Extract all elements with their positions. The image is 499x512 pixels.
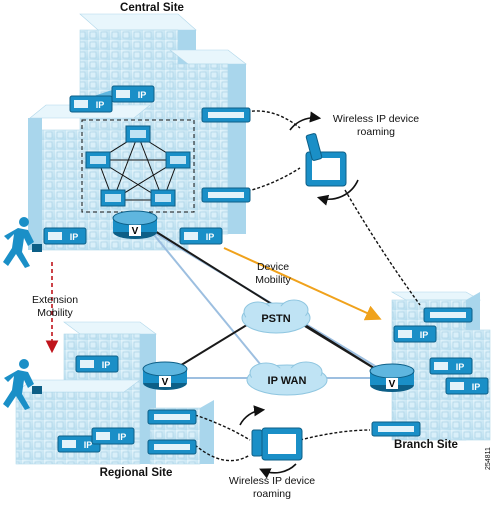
ip-phone-icon: IP bbox=[75, 355, 119, 373]
access-point-icon bbox=[423, 307, 473, 323]
person-icon bbox=[3, 217, 42, 268]
access-point-icon bbox=[147, 409, 197, 425]
server-icon bbox=[85, 151, 111, 169]
device-mobility-line2: Mobility bbox=[255, 274, 291, 286]
ip-phone-icon: IP bbox=[43, 227, 87, 245]
server-icon bbox=[165, 151, 191, 169]
phone-label: IP bbox=[84, 440, 93, 450]
roaming-top-line2: roaming bbox=[357, 126, 395, 138]
phone-label: IP bbox=[118, 432, 127, 442]
ip-phone-icon: IP bbox=[445, 377, 489, 395]
person-icon bbox=[3, 359, 42, 410]
central-site-label: Central Site bbox=[120, 2, 184, 14]
extension-mobility-line2: Mobility bbox=[37, 307, 73, 319]
phone-label: IP bbox=[138, 90, 147, 100]
figure-id: 254811 bbox=[485, 447, 492, 470]
ipwan-cloud: IP WAN bbox=[246, 361, 328, 396]
roaming-bottom-line1: Wireless IP device bbox=[229, 475, 315, 487]
ip-phone-icon: IP bbox=[91, 427, 135, 445]
pstn-label: PSTN bbox=[261, 313, 290, 325]
phone-label: IP bbox=[70, 232, 79, 242]
access-point-icon bbox=[147, 439, 197, 455]
wireless-device-top bbox=[289, 111, 359, 206]
branch-site-label: Branch Site bbox=[394, 439, 458, 451]
branch-site-buildings bbox=[390, 291, 491, 441]
ip-phone-icon: IP bbox=[393, 325, 437, 343]
access-points bbox=[147, 107, 473, 455]
device-mobility-line1: Device bbox=[257, 261, 289, 273]
ipwan-label: IP WAN bbox=[268, 375, 307, 387]
ip-phones: IP IP IP IP IP IP IP bbox=[43, 85, 489, 453]
device-mobility-arrow bbox=[223, 247, 382, 321]
server-icon bbox=[150, 189, 176, 207]
extension-mobility-line1: Extension bbox=[32, 294, 78, 306]
routers: V V V bbox=[112, 210, 415, 392]
wireless-device-bottom bbox=[239, 405, 303, 479]
router-label: V bbox=[162, 377, 169, 388]
ip-phone-icon: IP bbox=[429, 357, 473, 375]
ip-phone-icon: IP bbox=[179, 227, 223, 245]
phone-label: IP bbox=[472, 382, 481, 392]
ip-phone-icon: IP bbox=[69, 90, 122, 113]
access-point-icon bbox=[201, 107, 251, 123]
server-icon bbox=[125, 125, 151, 143]
router-icon-branch: V bbox=[369, 363, 415, 392]
pstn-cloud: PSTN bbox=[241, 299, 311, 334]
access-point-icon bbox=[201, 187, 251, 203]
ip-phone-icon: IP bbox=[57, 435, 101, 453]
router-icon-central: V bbox=[112, 210, 158, 239]
access-point-icon bbox=[371, 421, 421, 437]
router-label: V bbox=[132, 226, 139, 237]
phone-label: IP bbox=[456, 362, 465, 372]
call-manager-cluster bbox=[81, 119, 195, 213]
router-label: V bbox=[389, 379, 396, 390]
roaming-top-line1: Wireless IP device bbox=[333, 113, 419, 125]
roaming-bottom-line2: roaming bbox=[253, 488, 291, 500]
phone-label: IP bbox=[102, 360, 111, 370]
phone-label: IP bbox=[420, 330, 429, 340]
phone-label: IP bbox=[206, 232, 215, 242]
ip-phone-icon: IP bbox=[111, 85, 155, 103]
router-icon-regional: V bbox=[142, 361, 188, 390]
server-icon bbox=[100, 189, 126, 207]
phone-label: IP bbox=[96, 100, 105, 110]
regional-site-label: Regional Site bbox=[100, 467, 173, 479]
